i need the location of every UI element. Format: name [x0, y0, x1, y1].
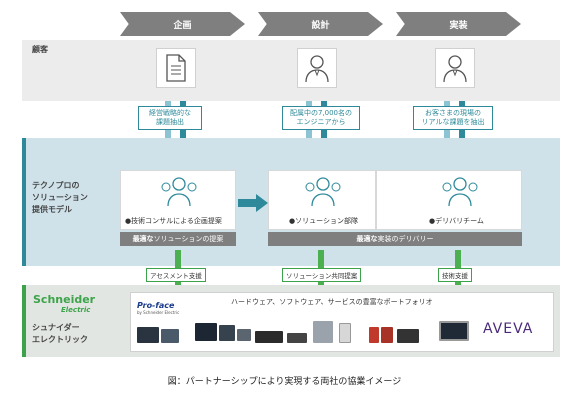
product-monitor [439, 321, 469, 341]
schneider-label: シュナイダー エレクトリック [32, 323, 88, 344]
document-icon [166, 54, 186, 82]
customer-band [22, 40, 560, 101]
arrow-up-plan [180, 101, 186, 161]
proface-logo-text: Pro-face [137, 301, 175, 310]
arrow-down-plan [165, 101, 171, 161]
customer-card-design [297, 48, 337, 88]
product-plc [397, 329, 419, 343]
card-consulting-label: ●技術コンサルによる企画提案 [125, 217, 222, 225]
tecnopro-accent-bar [22, 138, 26, 266]
callout-design: 配属中の7,000名の エンジニアから [282, 106, 360, 130]
bar-proposal-text: ソリューションの提案 [153, 235, 224, 243]
phase-implement: 実装 [396, 12, 521, 36]
product-module-1 [255, 331, 283, 343]
product-hmi-2 [161, 329, 179, 343]
bar-proposal: 最適なソリューションの提案 [120, 232, 236, 246]
support-technical: 技術支援 [438, 268, 472, 282]
proface-logo: Pro-face by Schneider Electric [137, 301, 179, 315]
arrow-up-design [321, 101, 327, 161]
product-red-device [369, 327, 379, 343]
phase-design: 設計 [258, 12, 383, 36]
bar-delivery: 最適な実装のデリバリー [268, 232, 522, 246]
bar-delivery-prefix: 最適な [356, 235, 378, 243]
portfolio-box: ハードウェア、ソフトウェア、サービスの豊富なポートフォリオ Pro-face b… [130, 292, 554, 352]
product-hmi-5 [237, 329, 251, 341]
card-solution-team: ●ソリューション部隊 [268, 170, 376, 230]
product-red-device-2 [381, 327, 393, 343]
bar-proposal-prefix: 最適な [132, 235, 154, 243]
customer-label: 顧客 [32, 45, 48, 54]
card-solution-team-label: ●ソリューション部隊 [289, 217, 358, 225]
product-hmi-3 [195, 323, 217, 341]
person-icon [305, 55, 329, 83]
product-hmi-1 [137, 327, 159, 343]
card-consulting: ●技術コンサルによる企画提案 [120, 170, 236, 230]
person-icon [443, 55, 467, 83]
product-drive [313, 321, 333, 343]
arrow-up-implement [459, 101, 465, 161]
aveva-logo: AVEVA [483, 321, 534, 337]
phase-plan: 企画 [120, 12, 245, 36]
team-icon [442, 177, 478, 207]
team-icon [305, 177, 341, 207]
schneider-logo-line2: Electric [61, 306, 91, 314]
product-module-2 [287, 333, 307, 343]
callout-plan: 経営戦略的な 課題抽出 [138, 106, 202, 130]
card-delivery-team: ●デリバリチーム [376, 170, 522, 230]
arrow-down-design [306, 101, 312, 161]
bar-delivery-text: 実装のデリバリー [377, 235, 434, 243]
proface-logo-sub: by Schneider Electric [137, 310, 180, 315]
customer-card-implement [435, 48, 475, 88]
arrow-down-implement [444, 101, 450, 161]
product-controller [339, 323, 351, 343]
card-delivery-team-label: ●デリバリチーム [429, 217, 484, 225]
schneider-accent-bar [22, 285, 26, 357]
callout-implement: お客さまの現場の リアルな課題を抽出 [413, 106, 493, 130]
figure-caption: 図：パートナーシップにより実現する両社の協業イメージ [167, 377, 402, 387]
schneider-logo-line1: Schneider [33, 293, 96, 306]
tecnopro-label: テクノプロの ソリューション 提供モデル [32, 181, 88, 214]
support-solution: ソリューション共同提案 [282, 268, 362, 282]
schneider-logo: Schneider Electric [33, 293, 96, 315]
portfolio-title: ハードウェア、ソフトウェア、サービスの豊富なポートフォリオ [231, 298, 433, 306]
right-arrow-icon [238, 194, 268, 212]
product-hmi-4 [219, 325, 235, 341]
customer-card-plan [156, 48, 196, 88]
team-icon [161, 177, 197, 207]
support-assessment: アセスメント支援 [146, 268, 206, 282]
